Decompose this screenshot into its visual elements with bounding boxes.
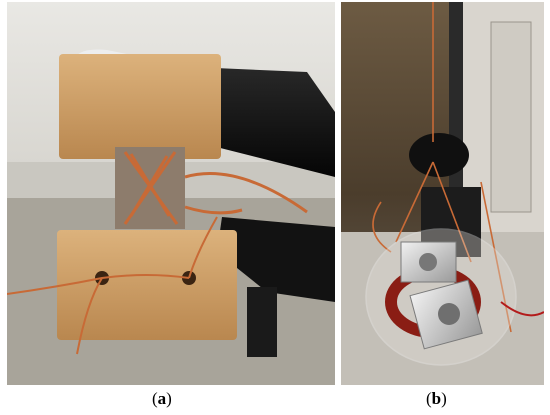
caption-panel-a: (a) [152,389,172,408]
wood-block-lower [57,230,237,340]
photo-panel-a [7,2,335,385]
block-bore-upper [419,253,437,271]
photo-b-image [341,2,544,385]
frame-panel [490,21,532,213]
wood-block-upper [59,54,221,159]
clamp-leg [247,287,277,357]
copper-suspension-wires [372,2,512,333]
block-bore-lower [438,303,460,325]
copper-leads [7,216,218,355]
red-cable [500,301,544,317]
clamp-arm-lower [217,217,335,302]
caption-a-letter: a [157,389,167,408]
copper-winding [123,151,308,225]
caption-b-letter: b [431,389,442,408]
photo-a-image [7,2,335,385]
black-holder [409,133,469,177]
vertical-rail [449,2,463,242]
photo-panel-b [341,2,544,385]
caption-panel-b: (b) [426,389,447,408]
